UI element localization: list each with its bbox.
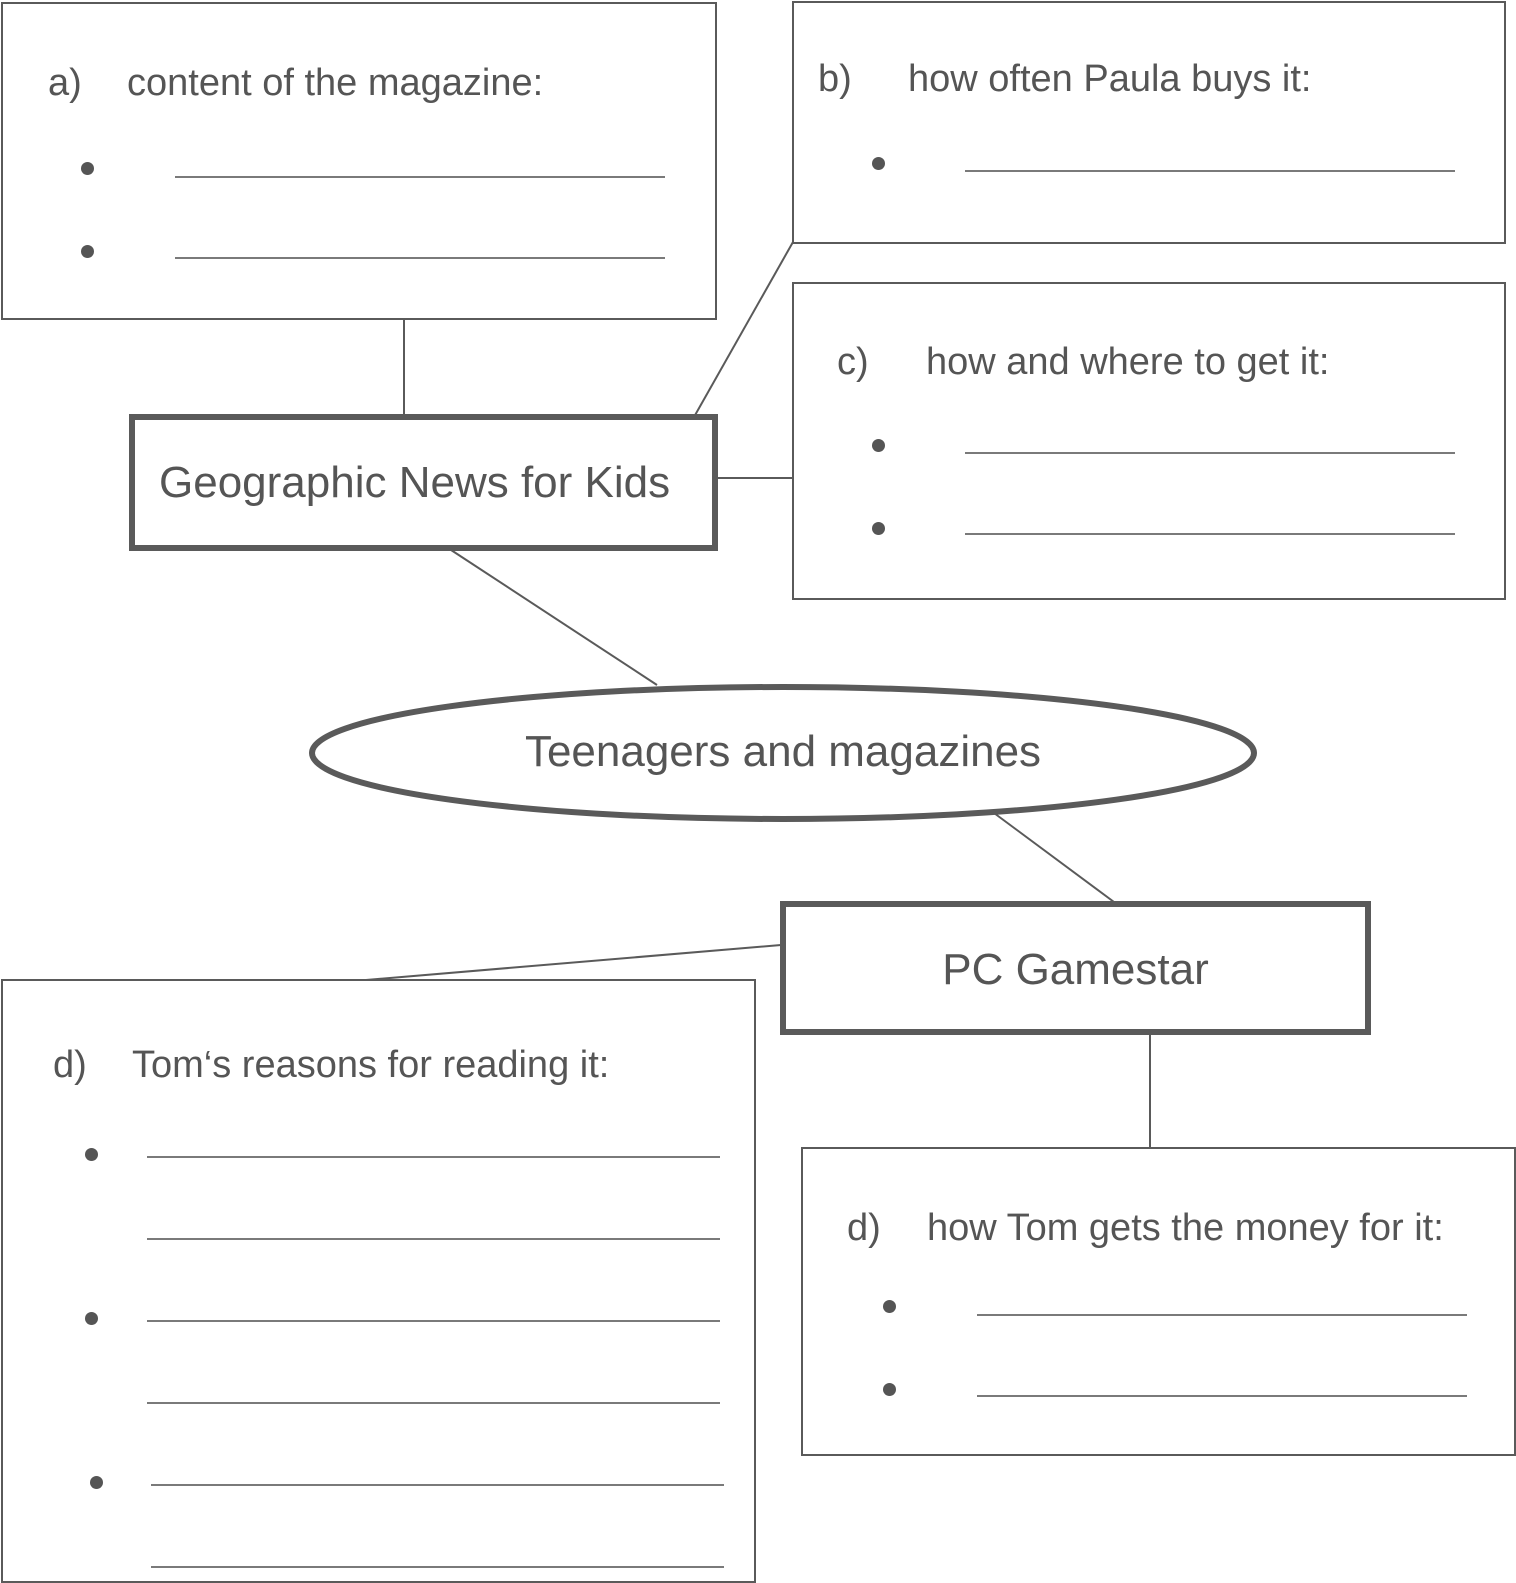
bullet-point [872,157,885,170]
answer-line[interactable] [151,1484,724,1486]
question-box-money: d) how Tom gets the money for it: [801,1147,1516,1456]
answer-line[interactable] [151,1566,724,1568]
bullet-point [872,522,885,535]
bullet-point [883,1300,896,1313]
topic-label: Teenagers and magazines [524,727,1042,776]
question-text: how Tom gets the money for it: [927,1207,1444,1249]
question-box-frequency: b) how often Paula buys it: [792,1,1506,244]
answer-line[interactable] [147,1320,720,1322]
connector-pc-to-d-left [365,944,782,981]
bullet-point [872,439,885,452]
answer-line[interactable] [147,1156,720,1158]
question-letter: d) [847,1207,881,1249]
answer-line[interactable] [977,1314,1467,1316]
question-letter: c) [837,341,869,383]
connector-center-to-pc [993,812,1115,903]
connector-geo-to-center [447,547,658,686]
answer-line[interactable] [175,176,665,178]
question-text: how and where to get it: [926,341,1330,383]
question-box-content: a) content of the magazine: [1,2,717,320]
answer-line[interactable] [965,533,1455,535]
bullet-point [85,1312,98,1325]
connector-b-to-geo [693,241,794,418]
bullet-point [883,1383,896,1396]
bullet-point [81,245,94,258]
question-letter: b) [818,58,852,100]
answer-line[interactable] [147,1402,720,1404]
magazine-node-geographic: Geographic News for Kids [129,414,718,551]
question-text: content of the magazine: [127,62,544,104]
topic-ellipse: Teenagers and magazines [308,682,1258,824]
bullet-point [90,1476,103,1489]
answer-line[interactable] [977,1395,1467,1397]
question-text: Tom‘s reasons for reading it: [132,1044,610,1086]
bullet-point [85,1148,98,1161]
magazine-label: PC Gamestar [942,945,1209,994]
answer-line[interactable] [965,452,1455,454]
answer-line[interactable] [175,257,665,259]
question-box-availability: c) how and where to get it: [792,282,1506,600]
question-box-reasons: d) Tom‘s reasons for reading it: [1,979,756,1583]
magazine-node-pc-gamestar: PC Gamestar [780,901,1371,1035]
answer-line[interactable] [147,1238,720,1240]
bullet-point [81,162,94,175]
question-letter: d) [53,1044,87,1086]
answer-line[interactable] [965,170,1455,172]
magazine-label: Geographic News for Kids [159,458,671,507]
question-letter: a) [48,62,82,104]
question-text: how often Paula buys it: [908,58,1312,100]
